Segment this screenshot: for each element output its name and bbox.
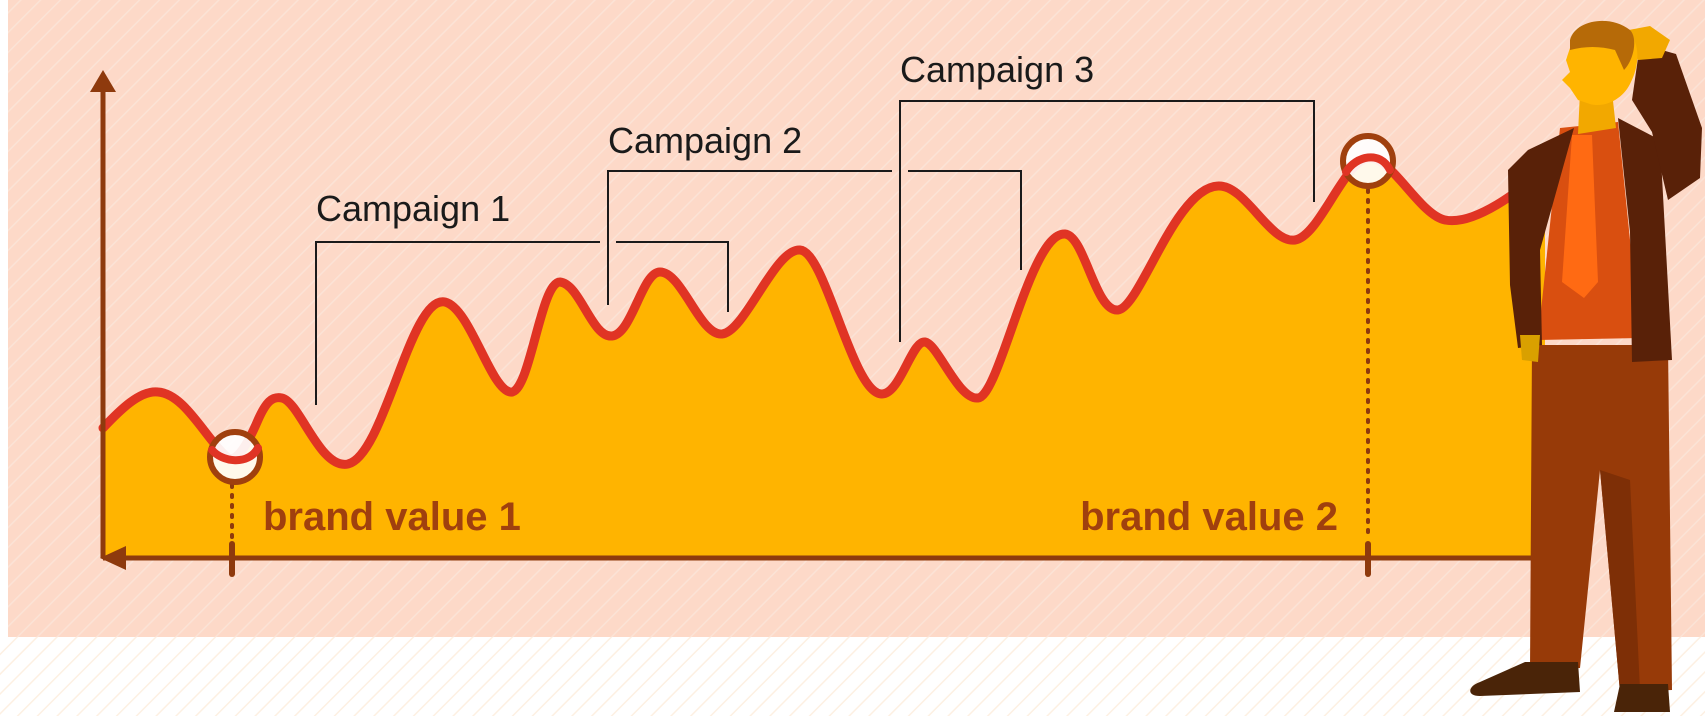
area-fill [103,158,1545,558]
y-axis-arrow [90,70,116,92]
x-axis-arrow [100,546,126,570]
campaign-2-label: Campaign 2 [608,120,802,161]
campaign-3-bracket [899,100,1315,342]
campaign-2-bracket [607,170,1022,305]
campaign-1-label: Campaign 1 [316,188,510,229]
campaign-1-bracket [315,241,729,405]
brand-value-2-label: brand value 2 [1080,495,1338,539]
campaign-3-label: Campaign 3 [900,49,1094,90]
thinking-businessman-icon [1470,20,1702,712]
brand-value-1-label: brand value 1 [263,495,521,539]
marker-curve-1 [208,444,262,465]
brand-value-curve [98,153,1550,469]
floor-background [0,637,1705,716]
marker-curve-2 [1342,153,1394,176]
